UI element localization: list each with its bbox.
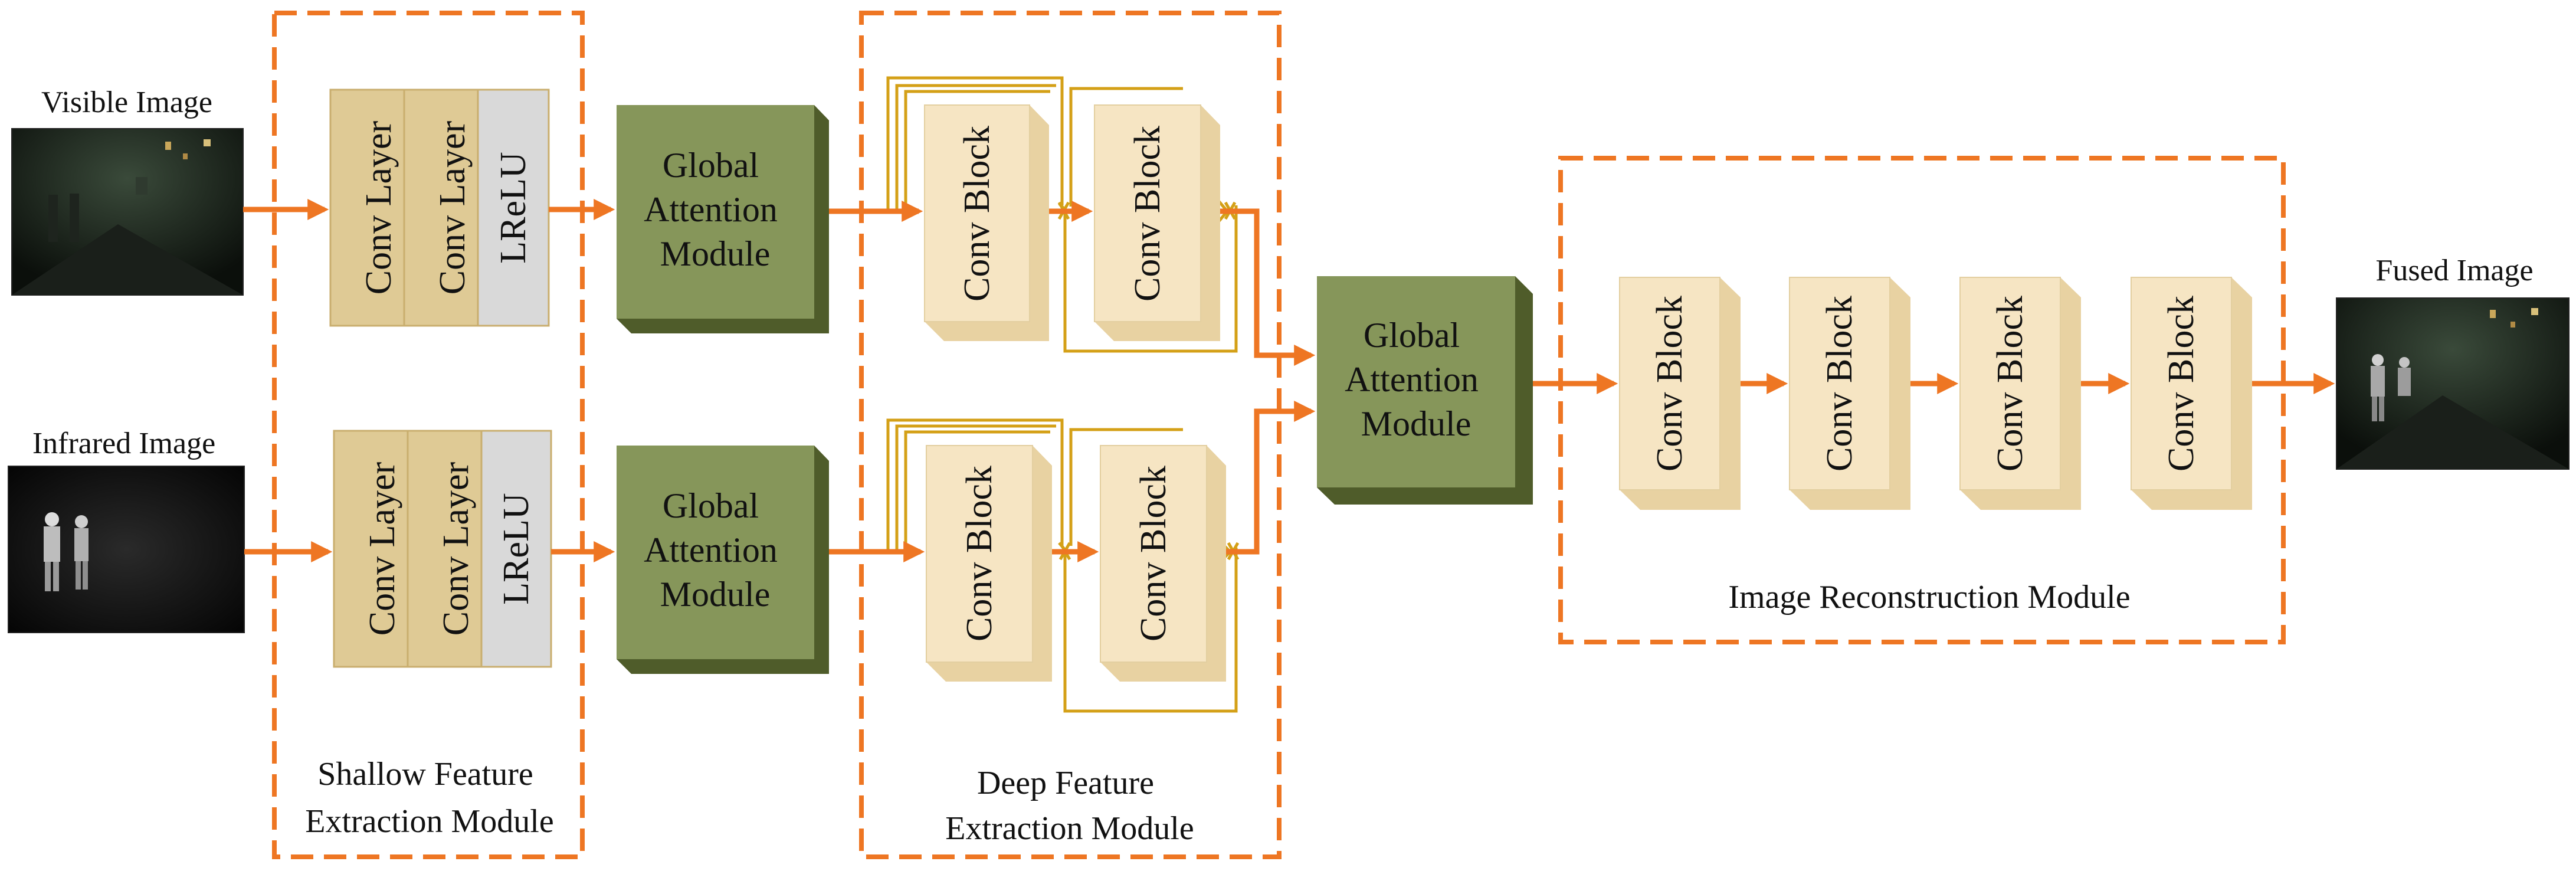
svg-text:Conv Block: Conv Block xyxy=(1650,296,1690,471)
flow-arrows xyxy=(243,199,2335,562)
svg-text:Conv Block: Conv Block xyxy=(1128,126,1168,302)
lrelu-label: LReLU xyxy=(496,493,536,604)
shallow-block-top: Conv Layer Conv Layer LReLU xyxy=(329,89,550,327)
conv-layer-label: Conv Layer xyxy=(432,120,473,294)
recon-conv-block-1: Conv Block xyxy=(1619,277,1741,510)
deep-conv-block-3: Conv Block xyxy=(926,445,1052,682)
infrared-image xyxy=(8,466,245,633)
shallow-block-bottom: Conv Layer Conv Layer LReLU xyxy=(333,430,552,668)
global-attention-module-center: Global Attention Module xyxy=(1317,276,1533,505)
deep-conv-block-1: Conv Block xyxy=(924,104,1049,341)
lrelu-label: LReLU xyxy=(493,152,533,263)
svg-text:Conv Block: Conv Block xyxy=(1820,296,1860,471)
deep-conv-block-4: Conv Block xyxy=(1100,445,1226,682)
shallow-module-caption: Shallow Feature Extraction Module xyxy=(305,756,553,840)
global-attention-module-top: Global Attention Module xyxy=(617,105,829,333)
deep-conv-block-2: Conv Block xyxy=(1094,104,1220,341)
reconstruction-module-caption: Image Reconstruction Module xyxy=(1728,579,2130,615)
shallow-module-border xyxy=(272,11,585,859)
visible-image-label: Visible Image xyxy=(41,86,212,119)
svg-text:Conv Block: Conv Block xyxy=(1990,296,2030,471)
recon-conv-block-2: Conv Block xyxy=(1789,277,1910,510)
conv-layer-label: Conv Layer xyxy=(359,120,399,294)
svg-text:Conv Block: Conv Block xyxy=(2161,296,2201,471)
infrared-image-label: Infrared Image xyxy=(32,427,215,460)
svg-text:Global Attention M: Global Attention Module xyxy=(644,146,786,273)
conv-layer-label: Conv Layer xyxy=(436,461,476,636)
global-attention-module-bottom: Global Attention Module xyxy=(617,446,829,674)
recon-conv-block-4: Conv Block xyxy=(2131,277,2252,510)
deep-module-border xyxy=(859,11,1282,859)
visible-image xyxy=(11,128,244,296)
fused-image-label: Fused Image xyxy=(2375,254,2533,287)
svg-text:Conv Block: Conv Block xyxy=(1133,466,1174,641)
skip-connections-top xyxy=(886,76,1238,353)
deep-module-caption: Deep Feature Extraction Module xyxy=(945,765,1194,847)
conv-layer-label: Conv Layer xyxy=(362,461,402,636)
svg-text:Conv Block: Conv Block xyxy=(957,126,997,302)
recon-conv-block-3: Conv Block xyxy=(1959,277,2081,510)
fused-image xyxy=(2336,297,2570,470)
svg-text:Global Attention M: Global Attention Module xyxy=(644,486,786,614)
svg-text:Global Attention M: Global Attention Module xyxy=(1345,316,1487,443)
svg-text:Conv Block: Conv Block xyxy=(959,466,999,641)
reconstruction-module-border xyxy=(1558,156,2286,644)
